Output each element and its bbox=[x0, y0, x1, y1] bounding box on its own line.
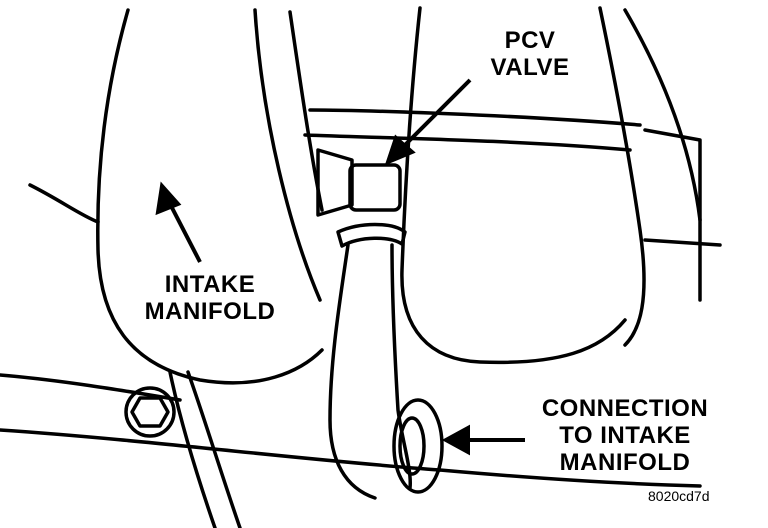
intake-arrow-head bbox=[155, 181, 182, 216]
pcv-valve-label-line1: PCV bbox=[504, 27, 556, 54]
intake-arrow-shaft bbox=[166, 199, 202, 263]
intake-manifold-callout: INTAKE MANIFOLD bbox=[120, 271, 300, 326]
connection-arrow-head bbox=[441, 424, 470, 456]
pcv-grommet bbox=[316, 148, 354, 217]
manifold-fitting-inner bbox=[398, 416, 426, 476]
intake-manifold-label-line1: INTAKE bbox=[164, 271, 256, 298]
bg-ledge bbox=[308, 108, 642, 127]
runner-far-right bbox=[623, 8, 702, 222]
wire-2 bbox=[186, 370, 242, 528]
hose-clamp bbox=[336, 222, 407, 248]
wire-1 bbox=[168, 370, 217, 528]
bg-ledge-2 bbox=[303, 133, 632, 152]
pcv-valve-label-line2: VALVE bbox=[490, 53, 570, 81]
pcv-arrow-head bbox=[384, 134, 416, 166]
figure-code: 8020cd7d bbox=[648, 488, 710, 504]
connection-label-line3: MANIFOLD bbox=[559, 448, 691, 476]
base-line-2 bbox=[438, 468, 702, 488]
pcv-arrow-shaft bbox=[398, 78, 472, 152]
hose-left-wall bbox=[328, 243, 377, 500]
right-bracket-2 bbox=[643, 238, 722, 247]
manifold-fitting bbox=[392, 398, 444, 494]
hose-right-wall bbox=[390, 243, 412, 490]
bolt-hex bbox=[130, 396, 170, 428]
intake-manifold-label-line2: MANIFOLD bbox=[144, 297, 276, 325]
intake-runner-right bbox=[400, 6, 627, 365]
pcv-valve-callout: PCV VALVE bbox=[470, 27, 590, 82]
connection-label-line2: TO INTAKE bbox=[559, 421, 691, 449]
base-line bbox=[0, 428, 442, 472]
right-bracket bbox=[643, 128, 702, 302]
intake-runner-left-inner bbox=[253, 8, 322, 302]
left-flange bbox=[28, 183, 100, 224]
bolt-head bbox=[124, 386, 176, 438]
connection-callout: CONNECTION TO INTAKE MANIFOLD bbox=[520, 395, 730, 477]
connection-label-line1: CONNECTION bbox=[541, 395, 709, 422]
intake-runner-right-outer bbox=[598, 6, 646, 347]
pcv-body bbox=[348, 163, 402, 212]
intake-runner-left bbox=[96, 8, 324, 385]
